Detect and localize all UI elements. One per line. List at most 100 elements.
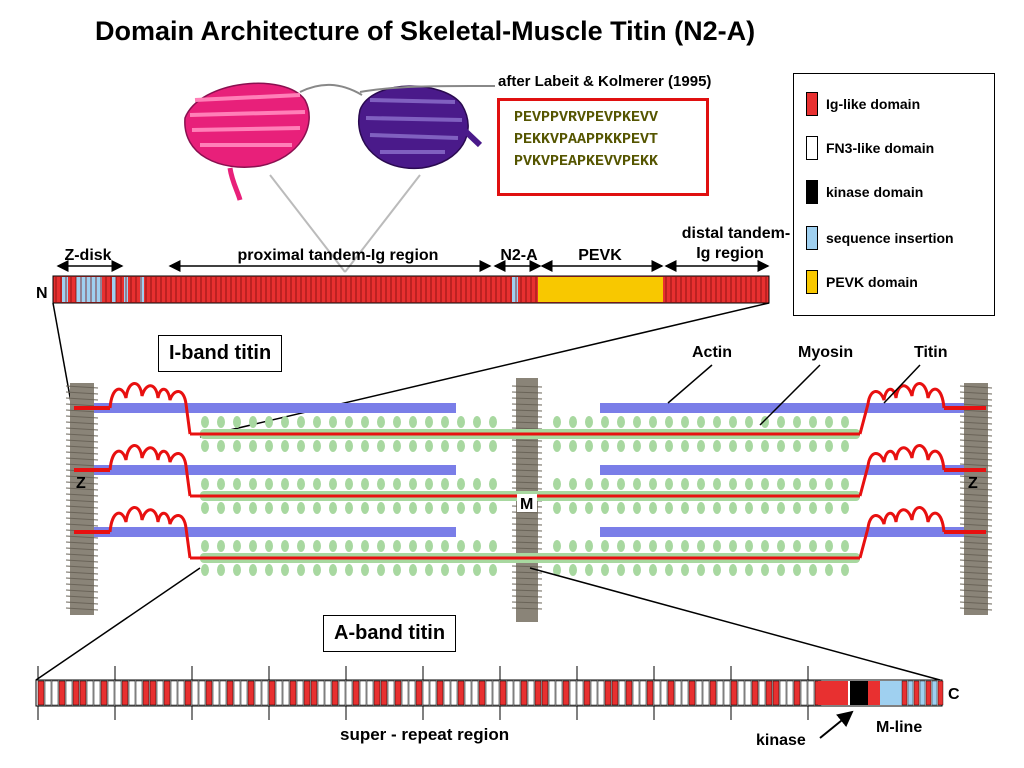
fn3-domain: [597, 680, 605, 706]
ig-domain: [163, 680, 171, 706]
z-disk-fiber: [65, 451, 99, 455]
ig-domain: [625, 680, 633, 706]
fn3-domain: [464, 680, 472, 706]
myosin-head: [329, 416, 337, 428]
myosin-head: [697, 540, 705, 552]
myosin-head: [345, 478, 353, 490]
kinase-domain: [850, 681, 868, 705]
myosin-head: [409, 502, 417, 514]
myosin-head: [281, 440, 289, 452]
ig-domain: [226, 680, 234, 706]
z-disk-fiber: [65, 607, 99, 611]
myosin-head: [217, 440, 225, 452]
myosin-head: [841, 502, 849, 514]
kinase-label: kinase: [756, 732, 806, 749]
myosin-head: [681, 502, 689, 514]
page-title: Domain Architecture of Skeletal-Muscle T…: [95, 16, 756, 46]
a-band-domain-bar: [35, 666, 944, 720]
actin-filament: [94, 403, 456, 413]
myosin-head: [217, 564, 225, 576]
myosin-head: [393, 540, 401, 552]
legend: Ig-like domain FN3-like domain kinase do…: [793, 73, 995, 316]
myosin-head: [649, 440, 657, 452]
myosin-head: [729, 502, 737, 514]
super-repeat-label: super - repeat region: [340, 725, 509, 744]
z-disk-fiber: [959, 511, 993, 515]
myosin-head: [665, 478, 673, 490]
m-label: M: [520, 496, 533, 513]
myosin-head: [809, 502, 817, 514]
m-line-fiber: [511, 577, 543, 580]
z-disk-fiber: [959, 433, 993, 437]
myosin-head: [809, 478, 817, 490]
legend-swatch-fn3: [806, 136, 818, 160]
fn3-domain: [156, 680, 164, 706]
myosin-head: [633, 502, 641, 514]
actin-filament: [600, 403, 964, 413]
titin-coil: [858, 444, 946, 497]
ig-domain: [373, 680, 381, 706]
ig-domain: [142, 680, 150, 706]
myosin-head: [361, 416, 369, 428]
fn3-domain: [128, 680, 136, 706]
z-disk-fiber: [959, 421, 993, 425]
myosin-head: [617, 564, 625, 576]
ig-domain: [394, 680, 402, 706]
ig-domain: [534, 680, 542, 706]
z-label-left: Z: [76, 475, 86, 492]
myosin-head: [617, 540, 625, 552]
myosin-head: [393, 564, 401, 576]
myosin-head: [633, 440, 641, 452]
m-line-fiber: [511, 475, 543, 478]
ig-domain: [149, 680, 157, 706]
titin-coil: [108, 444, 192, 497]
myosin-head: [777, 540, 785, 552]
z-disk-fiber: [959, 535, 993, 539]
m-line-fiber: [511, 571, 543, 574]
region-z-disk: Z-disk: [64, 247, 111, 264]
z-disk-fiber: [959, 571, 993, 575]
fn3-domain: [93, 680, 101, 706]
myosin-head: [841, 540, 849, 552]
z-disk-fiber: [65, 421, 99, 425]
myosin-head: [201, 564, 209, 576]
myosin-head: [745, 478, 753, 490]
ig-domain: [247, 680, 255, 706]
myosin-head: [777, 502, 785, 514]
fn3-domain: [569, 680, 577, 706]
myosin-head: [569, 502, 577, 514]
myosin-head: [681, 540, 689, 552]
i-band-label: I-band titin: [158, 335, 283, 372]
myosin-head: [441, 540, 449, 552]
fn3-domain: [240, 680, 248, 706]
myosin-head: [329, 440, 337, 452]
myosin-head: [313, 540, 321, 552]
z-disk-fiber: [959, 427, 993, 431]
fn3-domain: [233, 680, 241, 706]
myosin-head: [425, 416, 433, 428]
ig-domain: [562, 680, 570, 706]
z-disk-fiber: [65, 493, 99, 497]
myosin-head: [745, 540, 753, 552]
fn3-domain: [443, 680, 451, 706]
ig-domain: [331, 680, 339, 706]
z-disk-fiber: [959, 547, 993, 551]
myosin-head: [793, 502, 801, 514]
myosin-head: [681, 440, 689, 452]
m-line-fiber: [511, 547, 543, 550]
fn3-domain: [44, 680, 52, 706]
myosin-head: [697, 416, 705, 428]
myosin-head: [313, 564, 321, 576]
myosin-head: [409, 540, 417, 552]
myosin-head: [713, 540, 721, 552]
fn3-domain: [366, 680, 374, 706]
myosin-head: [681, 478, 689, 490]
myosin-head: [249, 502, 257, 514]
myosin-head: [345, 440, 353, 452]
z-disk-fiber: [959, 505, 993, 509]
fn3-domain: [345, 680, 353, 706]
z-disk-fiber: [959, 493, 993, 497]
myosin-head: [713, 564, 721, 576]
z-disk-fiber: [65, 547, 99, 551]
m-line-fiber: [511, 403, 543, 406]
